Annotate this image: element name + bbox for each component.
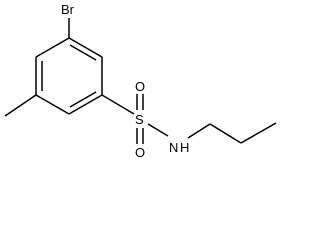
ring-bond-c6-c1 [35,37,70,58]
bond-propyl-c1-c2 [209,123,242,144]
bond-propyl-c2-c3 [240,122,277,144]
atom-br: Br [61,2,75,17]
atom-h: H [180,140,189,155]
bond-methyl [4,94,37,117]
bond-n-c1 [187,123,211,139]
atom-s: S [135,112,144,127]
chemical-structure: Br S O O N H [4,2,277,160]
ring-bond-c3-c4 [68,94,103,115]
bond-c3-s [101,94,135,115]
ring-double-bond-inner-1 [69,44,97,61]
ring-double-bond-inner-2 [69,91,97,108]
atom-o-top: O [135,79,145,94]
atom-n: N [169,140,178,155]
structure-drawing: Br S O O N H [4,2,277,160]
ring-bond-c4-c5 [35,94,70,115]
bond-s-n [147,123,169,137]
atom-o-bottom: O [135,145,145,160]
ring-bond-c1-c2 [68,37,103,58]
